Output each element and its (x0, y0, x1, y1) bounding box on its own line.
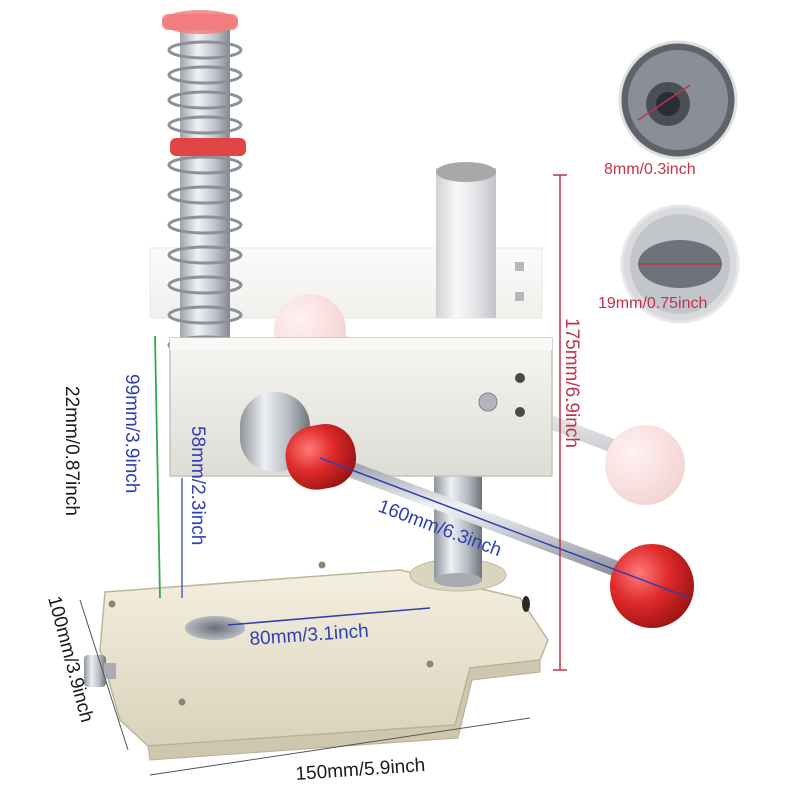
base-plate (99, 561, 549, 761)
dim-height-total-label: 175mm/6.9inch (561, 318, 582, 448)
callout-bore-hole-label: 19mm/0.75inch (598, 295, 707, 312)
dim-throat-height: 58mm/2.3inch (181, 426, 208, 598)
dim-base-thickness: 22mm/0.87inch (61, 386, 82, 516)
dim-post-height: 99mm/3.9inch (121, 335, 161, 599)
dim-throat-height-label: 58mm/2.3inch (187, 426, 208, 545)
callout-thread-hole-label: 8mm/0.3inch (604, 161, 696, 178)
dim-base-thickness-label: 22mm/0.87inch (61, 386, 82, 516)
callout-thread-hole: 8mm/0.3inch (604, 40, 738, 178)
dim-post-height-label: 99mm/3.9inch (121, 374, 142, 493)
spring-plunger (162, 10, 246, 370)
callout-bore-hole: 19mm/0.75inch (598, 204, 740, 324)
dim-base-width-label: 150mm/5.9inch (295, 755, 426, 785)
dim-height-total: 175mm/6.9inch (553, 174, 582, 671)
base-center-hole (185, 616, 245, 640)
press-head (169, 337, 553, 477)
